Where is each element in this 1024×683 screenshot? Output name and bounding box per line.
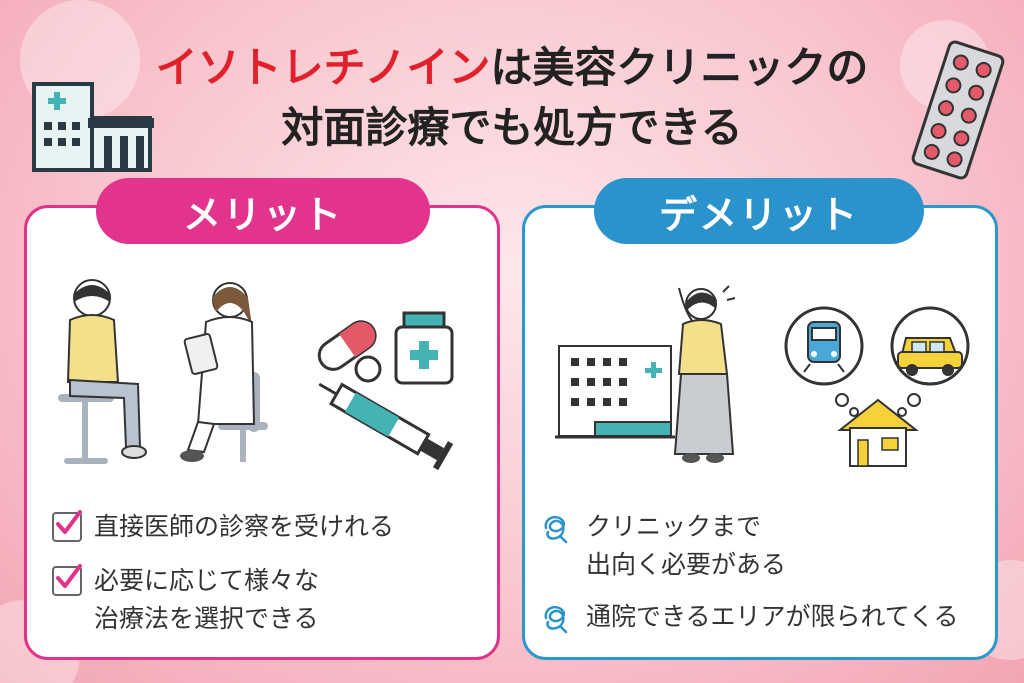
check-icon — [52, 510, 82, 542]
demerit-item-line: クリニックまで — [586, 512, 762, 541]
tangle-icon — [544, 516, 568, 544]
merit-item: 直接医師の診察を受けれる — [52, 508, 394, 546]
demerit-item: クリニックまで 出向く必要がある — [540, 508, 786, 584]
merit-item-line: 治療法を選択できる — [94, 604, 319, 633]
tangle-icon — [544, 606, 568, 634]
merit-label: メリット — [96, 178, 430, 244]
merit-item: 必要に応じて様々な 治療法を選択できる — [52, 562, 319, 638]
commute-illustration — [555, 285, 736, 463]
merit-item-line: 直接医師の診察を受けれる — [94, 512, 395, 541]
page-title: イソトレチノインは美容クリニックの 対面診療でも処方できる — [0, 40, 1024, 156]
transport-illustration — [784, 306, 970, 467]
car-icon — [897, 337, 963, 376]
check-icon — [52, 564, 82, 596]
hospital-icon — [32, 82, 154, 172]
title-line2: 対面診療でも処方できる — [281, 103, 743, 152]
title-highlight: イソトレチノイン — [155, 43, 491, 92]
demerit-item-line: 通院できるエリアが限られてくる — [586, 602, 959, 631]
demerit-item: 通院できるエリアが限られてくる — [540, 598, 959, 636]
consultation-illustration — [58, 279, 268, 464]
train-icon — [803, 321, 845, 373]
merit-item-line: 必要に応じて様々な — [94, 566, 320, 595]
demerit-label: デメリット — [594, 178, 924, 244]
pill-pack-icon — [911, 40, 1005, 180]
medicine-illustration — [317, 311, 454, 470]
house-icon — [837, 398, 919, 467]
title-line1-rest: は美容クリニックの — [490, 43, 869, 92]
demerit-item-line: 出向く必要がある — [586, 550, 787, 579]
